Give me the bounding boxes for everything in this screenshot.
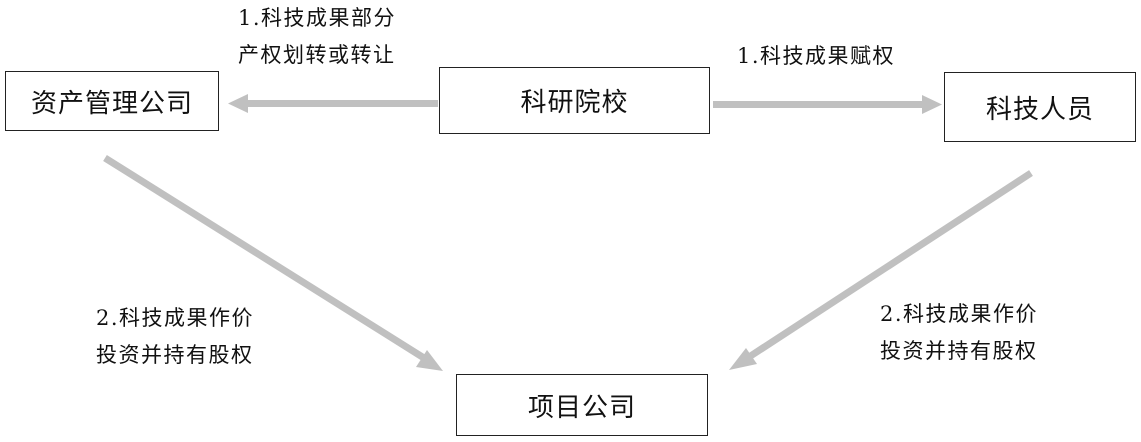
tech-staff-label: 科技人员	[985, 94, 1094, 125]
edge-label-investment-left-line2: 投资并持有股权	[96, 343, 254, 367]
edge-label-empowerment-line1: 1.科技成果赋权	[737, 44, 896, 68]
edge-label-transfer-line2: 产权划转或转让	[238, 43, 396, 67]
university-label: 科研院校	[520, 88, 629, 118]
edge-label-investment-right: 2.科技成果作价 投资并持有股权	[880, 296, 1038, 370]
arrow-university-to-staff	[713, 95, 942, 114]
university-node: 科研院校	[439, 67, 710, 134]
tech-staff-node: 科技人员	[944, 72, 1136, 142]
arrow-university-to-asset-company	[228, 94, 438, 113]
edge-label-investment-left: 2.科技成果作价 投资并持有股权	[96, 300, 254, 374]
asset-management-company-node: 资产管理公司	[5, 71, 219, 131]
edge-label-transfer-line1: 1.科技成果部分	[238, 6, 397, 30]
edge-label-empowerment: 1.科技成果赋权	[737, 38, 895, 75]
asset-management-company-label: 资产管理公司	[30, 88, 193, 119]
edge-label-investment-right-line2: 投资并持有股权	[880, 339, 1038, 363]
project-company-node: 项目公司	[456, 374, 708, 436]
edge-label-investment-left-line1: 2.科技成果作价	[96, 306, 255, 330]
project-company-label: 项目公司	[527, 392, 636, 423]
edge-label-investment-right-line1: 2.科技成果作价	[880, 302, 1039, 326]
edge-label-transfer: 1.科技成果部分 产权划转或转让	[238, 0, 396, 74]
